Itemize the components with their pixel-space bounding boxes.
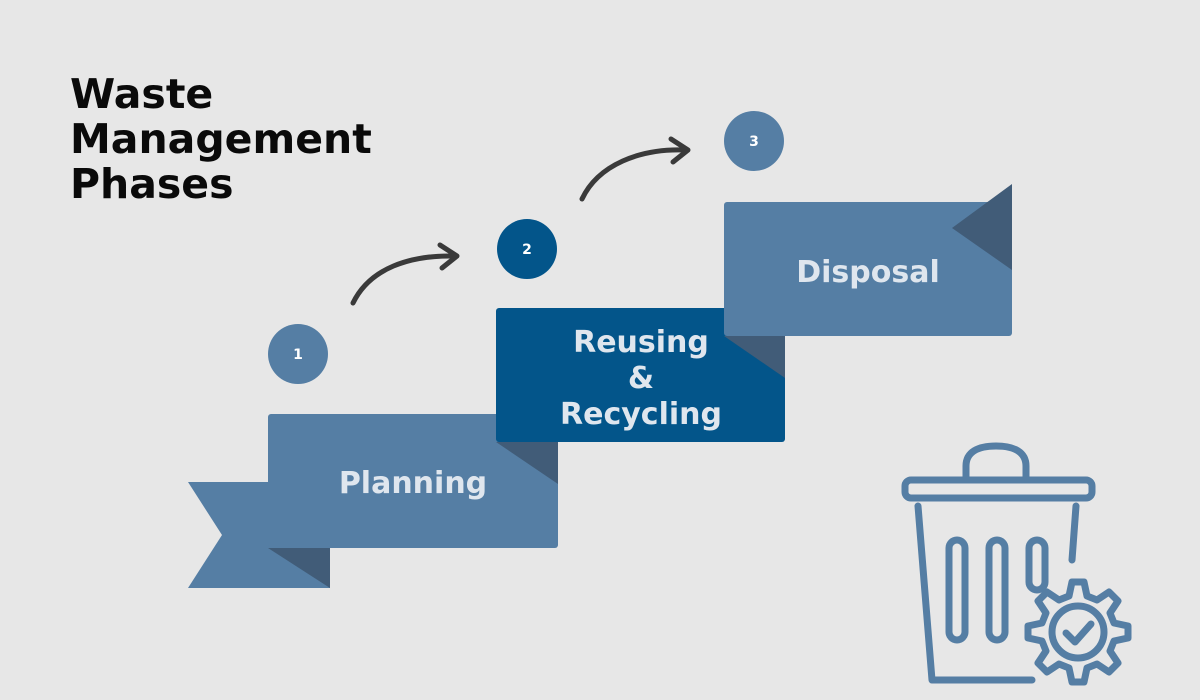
title-line-3: Phases	[70, 160, 234, 208]
step-2-box	[496, 308, 785, 442]
step-3-number-circle	[724, 111, 784, 171]
curved-arrow-icon	[350, 242, 460, 306]
step-2-label-line-3: Recycling	[560, 397, 722, 432]
title-line-2: Management	[70, 115, 372, 163]
step-3-ribbon-flag	[952, 184, 1012, 270]
step-1-corner-fold	[496, 442, 558, 484]
page-title: Waste Management Phases	[70, 72, 372, 207]
step-1-number-circle	[268, 324, 328, 384]
curved-arrow-icon	[579, 136, 691, 202]
step-1-fold	[268, 548, 330, 588]
step-3-label: Disposal	[796, 255, 940, 290]
step-3: Disposal 3	[724, 111, 1012, 336]
step-3-box	[724, 202, 1012, 336]
step-1: Planning 1	[188, 324, 558, 588]
step-2-number: 2	[522, 242, 532, 258]
title-line-1: Waste	[70, 70, 214, 118]
step-1-box	[268, 414, 558, 548]
trash-bin-gear-check-icon	[901, 442, 1132, 686]
step-3-number: 3	[749, 134, 759, 150]
step-2-label-line-2: &	[628, 361, 654, 396]
step-2-corner-fold	[724, 336, 785, 378]
step-2-label-line-1: Reusing	[573, 325, 709, 360]
step-1-label: Planning	[339, 466, 487, 501]
step-2: Reusing & Recycling 2	[496, 219, 785, 442]
step-1-number: 1	[293, 347, 303, 363]
step-2-number-circle	[497, 219, 557, 279]
